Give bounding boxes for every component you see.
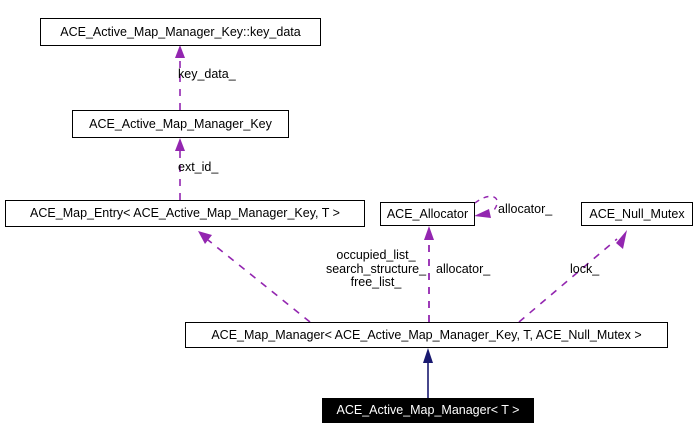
edge-lists [198, 231, 311, 323]
node-active-map-manager[interactable]: ACE_Active_Map_Manager< T > [322, 398, 534, 423]
edge-label-free-list: free_list_ [350, 275, 402, 289]
edge-label-lists: occupied_list_ search_structure_ free_li… [312, 248, 440, 290]
node-active-map-manager-key[interactable]: ACE_Active_Map_Manager_Key [72, 110, 289, 138]
node-allocator[interactable]: ACE_Allocator [380, 202, 475, 226]
edge-key-data [175, 45, 185, 110]
node-key-data-type[interactable]: ACE_Active_Map_Manager_Key::key_data [40, 18, 321, 46]
edge-label-search-structure: search_structure_ [325, 261, 427, 276]
node-map-manager[interactable]: ACE_Map_Manager< ACE_Active_Map_Manager_… [185, 322, 668, 348]
edge-label-ext-id: ext_id_ [178, 160, 219, 174]
edge-lock [518, 230, 627, 323]
node-map-entry[interactable]: ACE_Map_Entry< ACE_Active_Map_Manager_Ke… [5, 200, 365, 227]
edge-label-occupied-list: occupied_list_ [336, 248, 416, 262]
edge-label-allocator-self: allocator_ [498, 202, 553, 216]
node-null-mutex[interactable]: ACE_Null_Mutex [581, 202, 693, 226]
edge-label-allocator: allocator_ [436, 262, 491, 276]
edge-allocator [424, 226, 434, 322]
edge-inheritance [423, 348, 433, 398]
edge-allocator-self [474, 195, 498, 218]
edge-ext-id [175, 138, 185, 200]
edge-label-lock: lock_ [570, 262, 600, 276]
edge-label-key-data: key_data_ [178, 67, 236, 81]
